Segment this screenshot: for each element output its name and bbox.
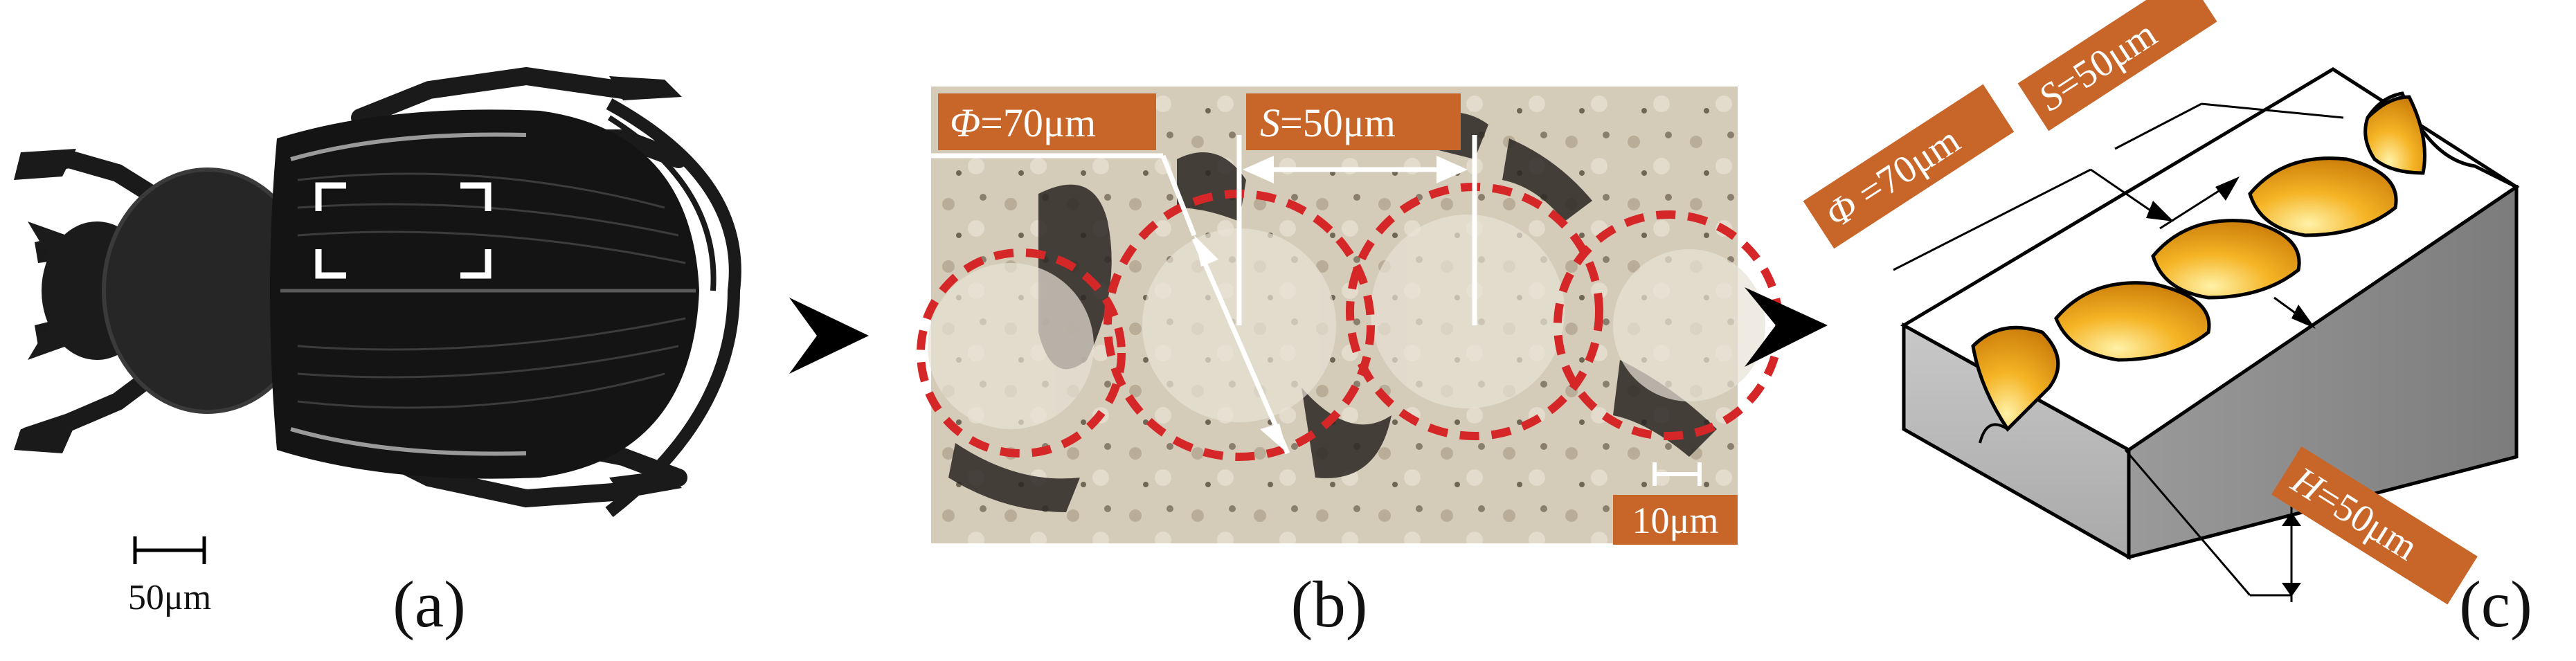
caption-b: (b) (1291, 568, 1368, 641)
phi-tag-b (938, 93, 1156, 150)
caption-a: (a) (393, 568, 465, 641)
right-arrow-icon (1745, 287, 1880, 367)
s-label-b: S=50μm (1260, 100, 1396, 145)
scale-bar-a (133, 536, 206, 564)
region-of-interest-brackets (315, 182, 492, 279)
scale-label-a: 50μm (128, 578, 211, 617)
right-arrow-icon (789, 298, 917, 374)
dimension-lines-c (1893, 102, 2344, 602)
dimension-arrowheads-c (2146, 176, 2316, 597)
scale-label-b: 10μm (1632, 500, 1719, 541)
groove-block-model (1900, 67, 2520, 561)
phi-label-b: Φ=70μm (950, 100, 1096, 145)
s-tag-b (1246, 93, 1461, 150)
beetle-image (14, 66, 741, 518)
measurement-lines-b (931, 135, 1477, 455)
scale-tag-b (1613, 495, 1738, 545)
measurement-arrowheads-b (1194, 156, 1468, 453)
caption-c: (c) (2459, 568, 2532, 641)
scale-bar-b (1652, 462, 1702, 486)
h-tag-c: H=50μm (2271, 446, 2478, 605)
